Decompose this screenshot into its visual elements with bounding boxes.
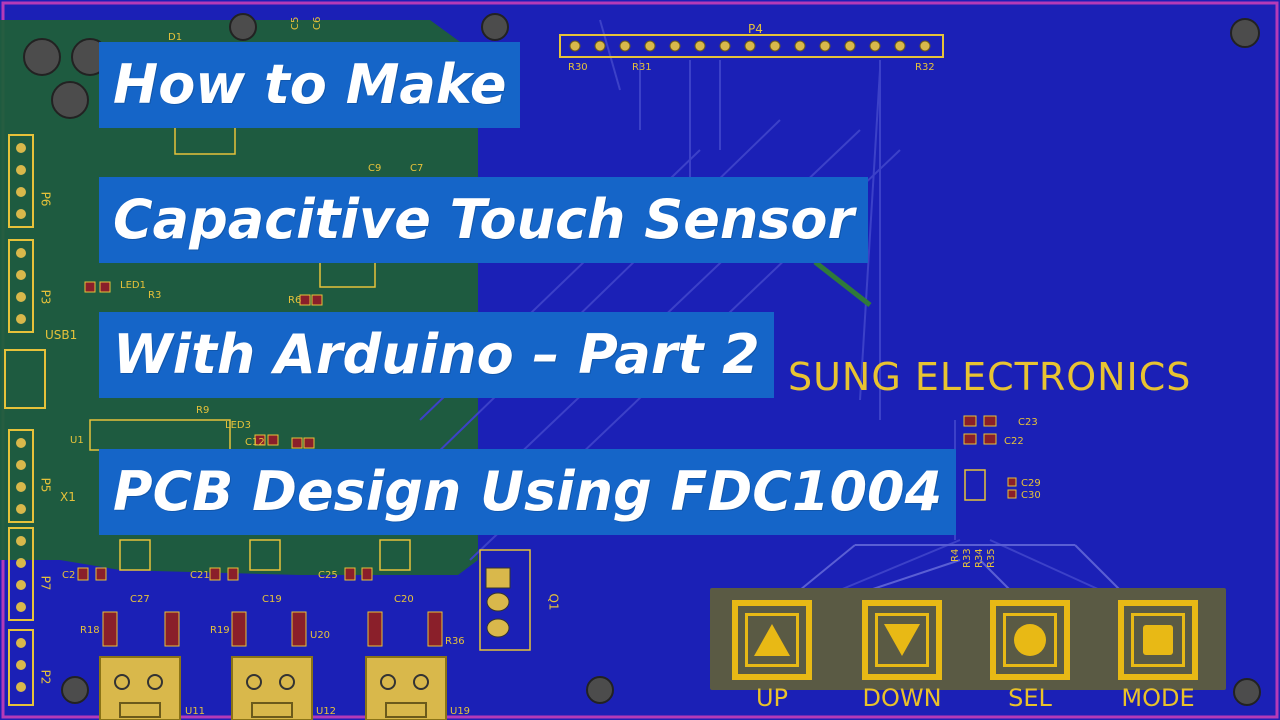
ref-c5: C5 [290,16,301,30]
ref-u1: U1 [70,435,84,446]
ref-q1: Q1 [546,593,561,611]
square-icon [1143,625,1173,655]
mode-button-label: MODE [1121,684,1195,712]
ref-p6: P6 [38,191,53,207]
title-line-4: PCB Design Using FDC1004 [99,449,957,535]
ref-x1: X1 [60,490,76,504]
ref-u20: U20 [310,630,331,641]
ref-usb1: USB1 [45,328,78,342]
ref-r3: R3 [148,290,162,301]
down-button-label: DOWN [862,684,942,712]
ref-p4: P4 [748,22,763,36]
ref-r36: R36 [445,636,465,647]
ref-r32: R32 [915,62,935,73]
title-line-1: How to Make [99,42,521,128]
ref-r30: R30 [568,62,588,73]
ref-d1: D1 [168,32,183,43]
ref-r18: R18 [80,625,100,636]
ref-r33: R33 [962,548,973,568]
ref-c9: C9 [368,163,382,174]
circle-icon [1014,624,1046,656]
ref-c6: C6 [312,16,323,30]
ref-p5: P5 [38,477,53,493]
sel-button[interactable] [990,600,1070,680]
down-triangle-icon [884,624,920,656]
ref-u19: U19 [450,706,471,717]
ref-r31: R31 [632,62,652,73]
ref-led3: LED3 [225,420,251,431]
ref-r4: R4 [950,548,961,562]
up-button-label: UP [755,684,789,712]
sel-button-label: SEL [1008,684,1052,712]
ref-c27: C27 [130,594,150,605]
ref-c20: C20 [394,594,414,605]
title-line-3: With Arduino – Part 2 [99,312,774,398]
mode-button[interactable] [1118,600,1198,680]
board-company-text: SUNG ELECTRONICS [788,355,1192,399]
ref-c22: C22 [1004,436,1024,447]
ref-c30: C30 [1021,490,1041,501]
ref-c23: C23 [1018,417,1038,428]
ref-r19: R19 [210,625,230,636]
ref-c2: C2 [62,570,76,581]
ref-p2: P2 [38,669,53,685]
ref-c7: C7 [410,163,424,174]
ref-led1: LED1 [120,280,146,291]
ref-r34: R34 [974,548,985,568]
ref-c25: C25 [318,570,338,581]
ref-p3: P3 [38,289,53,305]
ref-r6: R6 [288,295,302,306]
ref-c21: C21 [190,570,210,581]
ref-c29: C29 [1021,478,1041,489]
ref-r9: R9 [196,405,210,416]
ref-r35: R35 [986,548,997,568]
up-button[interactable] [732,600,812,680]
ref-c12: C12 [245,437,265,448]
ref-u11: U11 [185,706,206,717]
up-triangle-icon [754,624,790,656]
ref-u12: U12 [316,706,337,717]
ref-c19: C19 [262,594,282,605]
ref-p7: P7 [38,575,53,591]
down-button[interactable] [862,600,942,680]
title-line-2: Capacitive Touch Sensor [99,177,869,263]
